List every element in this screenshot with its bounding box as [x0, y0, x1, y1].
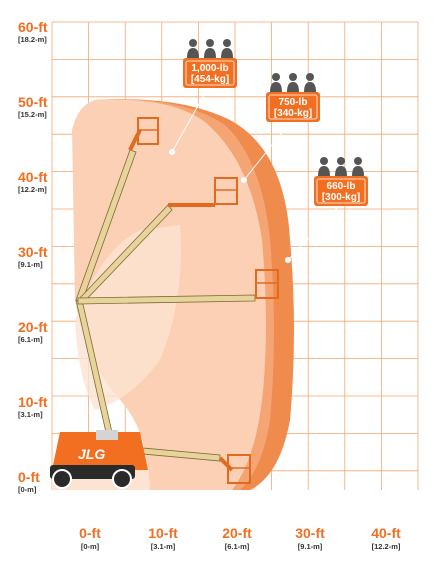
y-tick-m-label: [9.1-m] — [18, 260, 43, 269]
person-icon — [304, 73, 316, 92]
y-tick-m-label: [0-m] — [18, 485, 37, 494]
x-tick-m-label: [3.1-m] — [151, 542, 176, 551]
x-axis: 0-ft[0-m] 10-ft[3.1-m] 20-ft[6.1-m] 30-ft[9… — [79, 525, 401, 551]
zone-inner-highlight — [75, 225, 181, 410]
y-tick-ft-label: 40-ft — [18, 169, 48, 185]
x-tick-m-label: [6.1-m] — [225, 542, 250, 551]
callout-line-750lb — [243, 119, 293, 181]
x-tick-m-label: [0-m] — [81, 542, 100, 551]
person-icon — [287, 73, 299, 92]
platform-top — [137, 117, 159, 145]
capacity-kg-label: [300-kg] — [322, 192, 360, 203]
y-tick-ft-label: 30-ft — [18, 244, 48, 260]
platform-stowed — [227, 454, 251, 484]
person-icon — [204, 39, 216, 58]
y-tick-ft-label: 10-ft — [18, 394, 48, 410]
capacity-badges: 1,000-lb[454-kg] 750-lb[340-kg] 660-lb[300… — [183, 39, 368, 206]
callout-dot-1000lb — [169, 149, 175, 155]
capacity-lb-label: 660-lb — [327, 181, 356, 192]
person-icon — [221, 39, 233, 58]
platform-out — [255, 269, 279, 299]
capacity-badge: 660-lb[300-kg] — [314, 157, 368, 206]
y-tick-m-label: [12.2-m] — [18, 185, 47, 194]
y-tick-m-label: [18.2-m] — [18, 35, 47, 44]
capacity-kg-label: [454-kg] — [191, 74, 229, 85]
jlg-logo: JLG — [78, 446, 105, 462]
capacity-badge: 1,000-lb[454-kg] — [183, 39, 237, 88]
callout-line-660lb — [287, 204, 341, 261]
person-icon — [318, 157, 330, 176]
person-icon — [187, 39, 199, 58]
y-tick-ft-label: 50-ft — [18, 94, 48, 110]
x-tick-m-label: [12.2-m] — [372, 542, 401, 551]
capacity-badge: 750-lb[340-kg] — [266, 73, 320, 122]
capacity-box — [266, 92, 320, 122]
y-axis: 60-ft[18.2-m] 50-ft[15.2-m] 40-ft[12.2-m] 3… — [18, 19, 48, 494]
person-icon — [270, 73, 282, 92]
x-tick-m-label: [9.1-m] — [298, 542, 323, 551]
capacity-box — [183, 58, 237, 88]
person-icon — [335, 157, 347, 176]
capacity-lb-label: 1,000-lb — [191, 63, 228, 74]
x-tick-ft-label: 30-ft — [295, 525, 325, 541]
machine-base: JLG — [50, 430, 148, 489]
capacity-lb-label: 750-lb — [279, 97, 308, 108]
y-tick-m-label: [3.1-m] — [18, 410, 43, 419]
callout-dot-660lb — [285, 257, 291, 263]
boom-upper-3 — [77, 294, 256, 305]
platform-mid — [214, 177, 238, 205]
x-tick-ft-label: 20-ft — [222, 525, 252, 541]
x-tick-ft-label: 0-ft — [79, 525, 101, 541]
y-tick-m-label: [15.2-m] — [18, 110, 47, 119]
capacity-kg-label: [340-kg] — [274, 108, 312, 119]
y-tick-ft-label: 60-ft — [18, 19, 48, 35]
callout-dot-750lb — [241, 177, 247, 183]
y-tick-ft-label: 0-ft — [18, 469, 40, 485]
callout-line-1000lb — [171, 87, 209, 153]
x-tick-ft-label: 10-ft — [148, 525, 178, 541]
x-tick-ft-label: 40-ft — [371, 525, 401, 541]
capacity-box — [314, 176, 368, 206]
person-icon — [352, 157, 364, 176]
y-tick-ft-label: 20-ft — [18, 319, 48, 335]
y-tick-m-label: [6.1-m] — [18, 335, 43, 344]
